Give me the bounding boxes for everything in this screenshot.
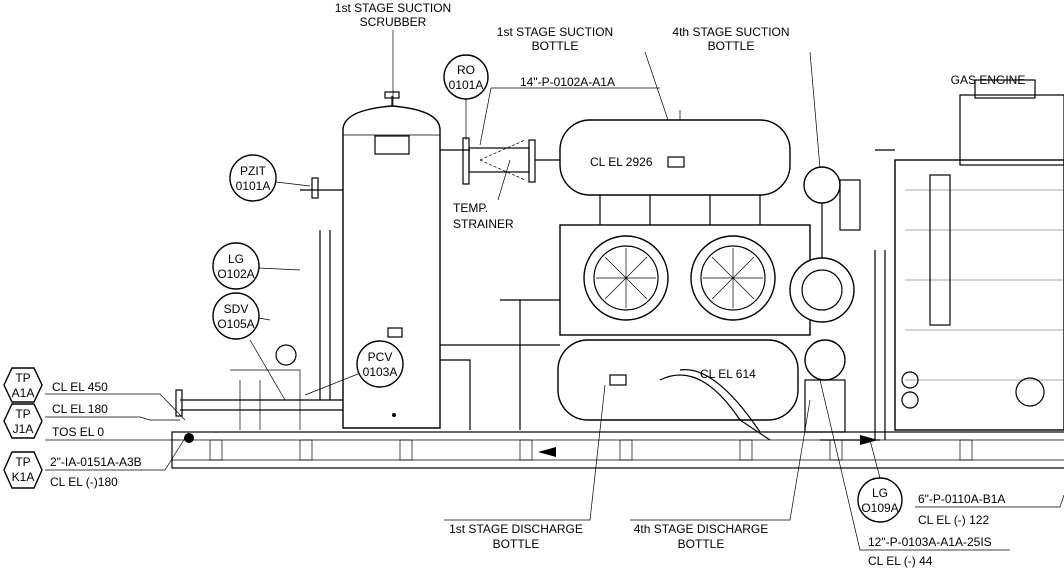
suction-bottle-elevation: CL EL 2926: [590, 155, 653, 169]
suction-bottle-1-label-1: 1st STAGE SUCTION: [497, 25, 613, 39]
tie-point-marker: [184, 433, 194, 443]
tie-point-elevation: CL EL 450: [52, 380, 108, 394]
discharge-bottle-4-label-1: 4th STAGE DISCHARGE: [634, 522, 768, 536]
instrument-sdv-0105a[interactable]: SDV O105A: [212, 292, 260, 340]
line-6in-elevation: CL EL (-) 122: [918, 513, 989, 527]
instrument-number: 0101A: [449, 78, 484, 92]
suction-bottle-4-label-1: 4th STAGE SUCTION: [672, 25, 789, 39]
tie-point-elevation: CL EL (-)180: [50, 475, 118, 489]
inlet-piping: [175, 177, 560, 430]
scrubber-label-2: SCRUBBER: [360, 15, 427, 29]
suction-bottle-1-label-2: BOTTLE: [532, 39, 579, 53]
equipment-labels: 1st STAGE SUCTION SCRUBBER 1st STAGE SUC…: [335, 1, 1026, 551]
discharge-bottle-4-label-2: BOTTLE: [678, 537, 725, 551]
tie-point-number: A1A: [12, 386, 35, 400]
instrument-tag: RO: [457, 63, 475, 77]
instrument-tag: LG: [872, 486, 888, 500]
tie-point-tag: TP: [15, 455, 30, 469]
elevation-labels: CL EL 2926 CL EL 614 TOS EL 0 14"-P-0102…: [52, 75, 1005, 568]
instrument-number: 0103A: [363, 365, 398, 379]
compressor-cylinders: [559, 166, 861, 336]
tos-elevation: TOS EL 0: [52, 425, 104, 439]
temp-strainer-label-1: TEMP.: [453, 201, 488, 215]
tie-point-a1a[interactable]: TP A1A CL EL 450: [3, 367, 108, 403]
instrument-tag: PCV: [368, 350, 393, 364]
instrument-ro-0101a[interactable]: RO 0101A: [443, 54, 489, 100]
first-stage-suction-bottle: [559, 110, 791, 230]
instrument-pzit-0101a[interactable]: PZIT 0101A: [229, 154, 277, 202]
suction-bottle-4-label-2: BOTTLE: [708, 39, 755, 53]
discharge-bottle-1-label-2: BOTTLE: [493, 537, 540, 551]
tie-point-j1a[interactable]: TP J1A CL EL 180: [3, 402, 108, 439]
temp-strainer-label-2: STRAINER: [453, 217, 514, 231]
tie-point-number: K1A: [12, 470, 35, 484]
tie-point-tag: TP: [15, 371, 30, 385]
suction-line-14in: [468, 139, 560, 201]
gas-engine: [874, 79, 1064, 440]
instrument-number: O105A: [217, 317, 254, 331]
line-12in-label: 12"-P-0103A-A1A-25IS: [868, 535, 992, 549]
scrubber-label-1: 1st STAGE SUCTION: [335, 1, 451, 15]
instrument-pcv-0103a[interactable]: PCV 0103A: [356, 340, 404, 388]
instrument-number: 0101A: [236, 179, 271, 193]
discharge-bottle-elevation: CL EL 614: [700, 367, 756, 381]
instrument-tag: PZIT: [240, 164, 267, 178]
leader-lines: [45, 30, 1064, 551]
suction-line-label: 14"-P-0102A-A1A: [520, 75, 615, 89]
skid-base: [171, 431, 1064, 469]
first-stage-discharge-bottle: [557, 339, 846, 441]
tie-point-tag: TP: [15, 407, 30, 421]
instrument-tag: LG: [228, 252, 244, 266]
gas-engine-label: GAS ENGINE: [951, 73, 1026, 87]
instrument-lg-0102a[interactable]: LG O102A: [212, 242, 260, 290]
instrument-number: O109A: [861, 501, 898, 515]
flow-arrow-left: [538, 447, 556, 457]
tie-point-line: 2"-IA-0151A-A3B: [50, 455, 142, 469]
tie-point-number: J1A: [13, 422, 34, 436]
discharge-bottle-1-label-1: 1st STAGE DISCHARGE: [449, 522, 583, 536]
instrument-tag: SDV: [224, 302, 249, 316]
tie-point-k1a[interactable]: TP K1A 2"-IA-0151A-A3B CL EL (-)180: [3, 451, 142, 489]
line-12in-elevation: CL EL (-) 44: [868, 554, 933, 568]
line-6in-label: 6"-P-0110A-B1A: [918, 492, 1005, 506]
instrument-number: O102A: [217, 267, 254, 281]
tie-point-elevation: CL EL 180: [52, 402, 108, 416]
instrument-lg-0109a[interactable]: LG O109A: [857, 477, 903, 523]
